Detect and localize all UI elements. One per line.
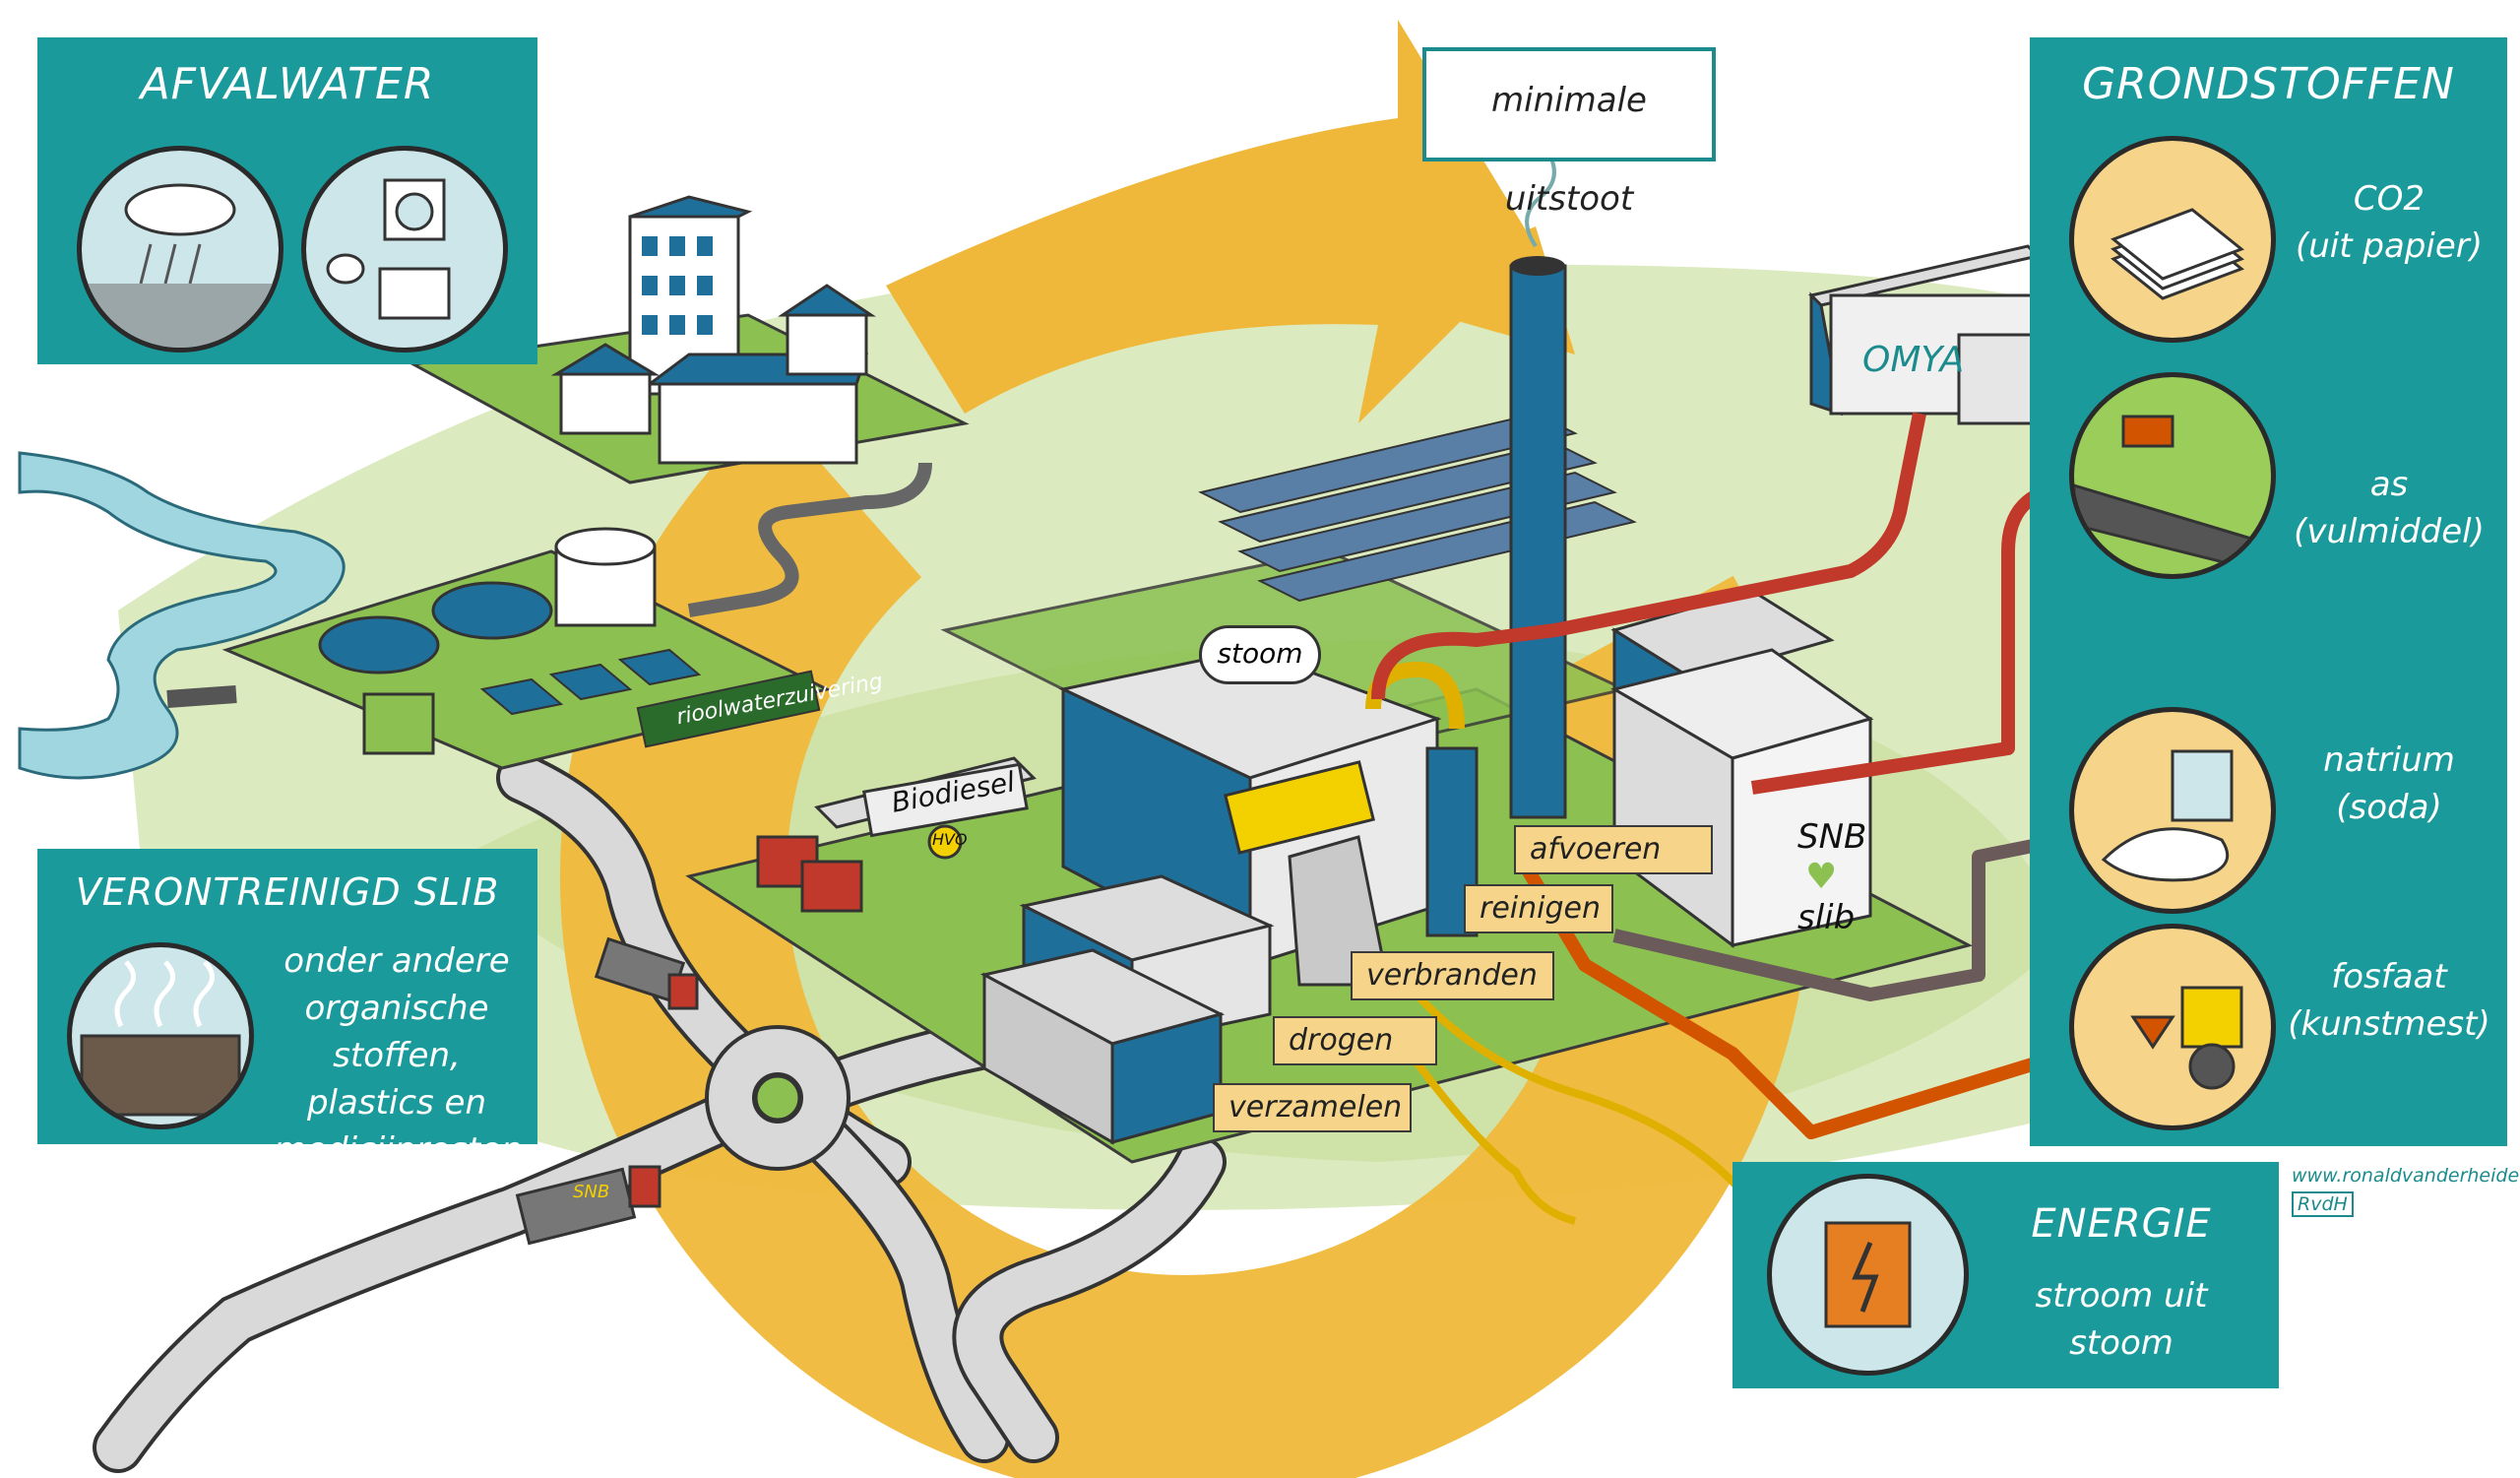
incineration-building: [1058, 648, 1479, 987]
fosfaat-line1: fosfaat: [2331, 957, 2447, 996]
snb-sign-top: SNB: [1797, 817, 1867, 857]
co2-label: CO2 (uit papier): [2276, 175, 2502, 270]
chimney: [1509, 146, 1567, 819]
panel-energie-title: ENERGIE: [2031, 1201, 2212, 1247]
snb-sign-bottom: slib: [1797, 898, 1856, 937]
step-reinigen: reinigen: [1464, 884, 1613, 933]
panel-energie: ENERGIE stroom uit stoom: [1732, 1162, 2279, 1388]
panel-slib: VERONTREINIGD SLIB onder andere organisc…: [37, 849, 537, 1170]
fertilizer-tractor-icon: [2069, 924, 2276, 1130]
fosfaat-line2: (kunstmest): [2288, 1004, 2490, 1044]
panel-grondstoffen-title: GRONDSTOFFEN: [2082, 59, 2455, 109]
truck-logo: SNB: [573, 1182, 610, 1202]
steam-bubble: stoom: [1199, 625, 1321, 684]
natrium-line1: natrium: [2323, 740, 2455, 780]
wastewater-treatment-plant: [166, 527, 832, 770]
household-water-icon: [301, 146, 508, 353]
ash-road-icon: [2069, 372, 2276, 579]
panel-slib-description: onder andere organische stoffen, plastic…: [274, 941, 523, 1170]
road-network: [93, 752, 1227, 1473]
rain-street-icon: [77, 146, 284, 353]
river: [18, 451, 346, 780]
panel-energie-subtitle: stroom uit stoom: [2035, 1276, 2208, 1363]
truck-road-2: [515, 1165, 662, 1246]
natrium-line2: (soda): [2336, 788, 2442, 827]
panel-afvalwater: AFVALWATER: [37, 37, 537, 364]
paper-icon: [2069, 136, 2276, 343]
artist-monogram: RvdH: [2292, 1191, 2354, 1217]
co2-line2: (uit papier): [2295, 226, 2483, 266]
electric-box-icon: [1767, 1174, 1969, 1376]
truck-road-1: [594, 936, 699, 1010]
step-verbranden: verbranden: [1351, 951, 1554, 1000]
as-line2: (vulmiddel): [2294, 512, 2485, 551]
hvo-sign: HVO: [932, 830, 968, 849]
panel-afvalwater-title: AFVALWATER: [140, 59, 435, 109]
artist-url: www.ronaldvanderheide.nl: [2292, 1165, 2520, 1187]
sewer-pipe: [687, 462, 932, 617]
snb-storage-building: [1610, 589, 1874, 948]
energy-cable: [1404, 982, 1775, 1224]
as-label: as (vulmiddel): [2276, 461, 2502, 555]
as-line1: as: [2369, 465, 2409, 504]
energy-cable-2: [1414, 1060, 1577, 1225]
snb-heart-icon: ♥: [1805, 857, 1838, 897]
soda-icon: [2069, 707, 2276, 914]
step-verzamelen: verzamelen: [1213, 1083, 1412, 1132]
step-drogen: drogen: [1273, 1016, 1437, 1065]
omya-sign: OMYA: [1862, 340, 1965, 380]
co2-line1: CO2: [2353, 179, 2426, 219]
panel-slib-title: VERONTREINIGD SLIB: [75, 870, 500, 914]
emission-callout: minimale uitstoot: [1422, 47, 1716, 219]
biodiesel-station: [756, 756, 1037, 913]
panel-grondstoffen: GRONDSTOFFEN CO2 (uit papier) as (vulmid…: [2030, 37, 2507, 1146]
natrium-label: natrium (soda): [2276, 737, 2502, 831]
sludge-icon: [67, 942, 254, 1129]
fosfaat-label: fosfaat (kunstmest): [2276, 953, 2502, 1048]
collection-building: [979, 948, 1226, 1145]
housing-area: [409, 195, 970, 484]
step-afvoeren: afvoeren: [1514, 825, 1713, 874]
omya-factory: [1808, 244, 2041, 425]
